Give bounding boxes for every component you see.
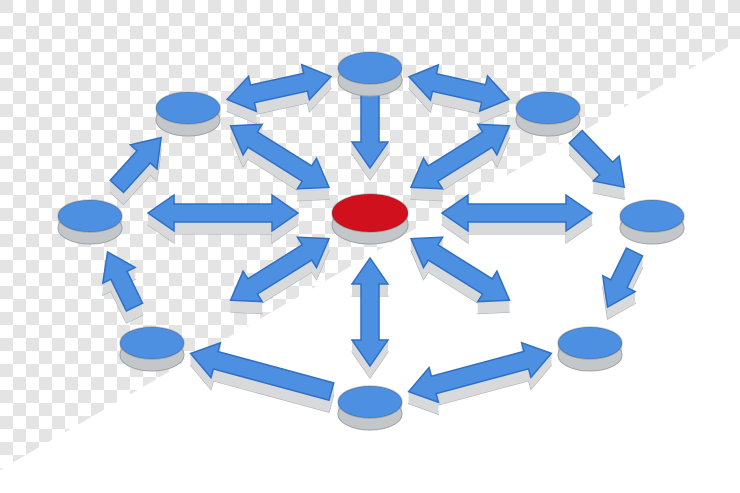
spoke-arrow-down [350,256,390,379]
spoke-arrow-right [440,193,594,244]
ring-node [119,326,185,372]
spoke-arrow-left [146,193,300,244]
ring-node [57,199,123,245]
ring-arrow [568,129,626,200]
ring-arrow [101,250,144,324]
ring-arrow [109,136,163,206]
ring-arrow [601,246,644,320]
spoke-arrow-down-left [229,236,331,315]
ring-arrow [189,341,335,413]
ring-node [619,199,685,245]
ring-arrow [407,341,553,416]
spoke-arrow-up-right [409,123,511,202]
ring-node [337,51,403,97]
ring-node [155,91,221,137]
ring-arrow [225,63,333,125]
ring-node [515,91,581,137]
ring-node [337,385,403,431]
spoke-arrow-up-left [229,123,331,202]
spoke-arrow-down-right [409,236,511,315]
ring-node [557,326,623,372]
hub-node [331,193,409,245]
ring-arrow [407,63,511,124]
